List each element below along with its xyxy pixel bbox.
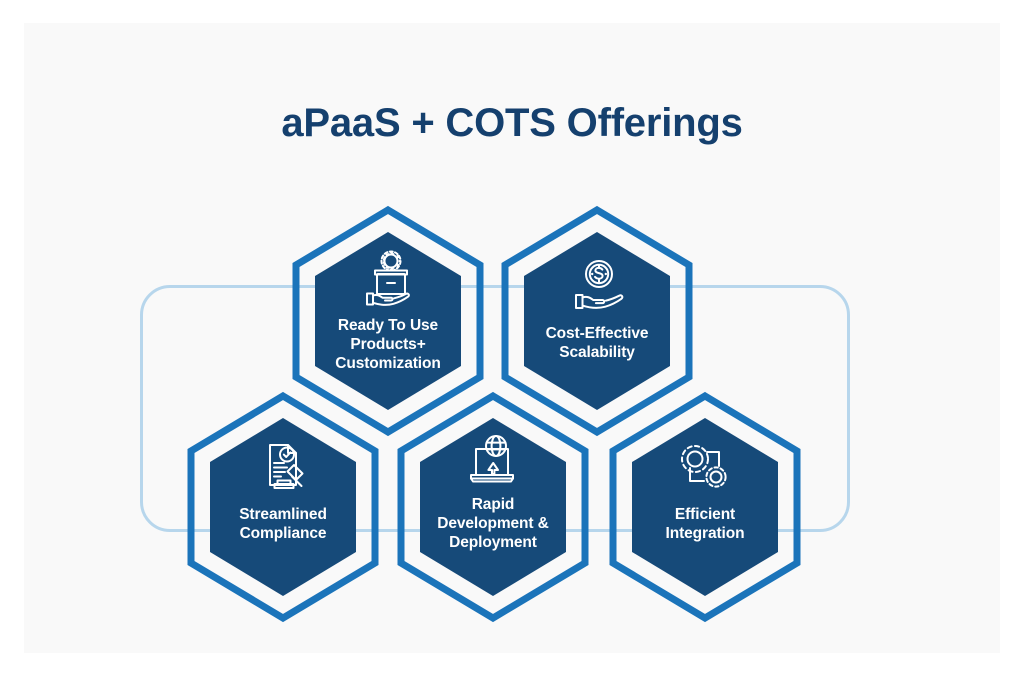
hexagon-streamlined-compliance[interactable]: Streamlined Compliance — [183, 391, 383, 623]
hexagon-inner-fill — [210, 418, 356, 596]
hexagon-rapid-development[interactable]: Rapid Development & Deployment — [393, 391, 593, 623]
hexagon-outer-ring — [397, 391, 589, 623]
hexagon-efficient-integration[interactable]: Efficient Integration — [605, 391, 805, 623]
hexagon-inner-fill — [315, 232, 461, 410]
hexagon-outer-ring — [609, 391, 801, 623]
hexagon-outer-ring — [501, 205, 693, 437]
hexagon-outer-ring — [187, 391, 379, 623]
hexagon-inner-fill — [420, 418, 566, 596]
hexagon-inner-fill — [632, 418, 778, 596]
hexagon-inner-fill — [524, 232, 670, 410]
page-title: aPaaS + COTS Offerings — [281, 101, 743, 145]
hexagon-outer-ring — [292, 205, 484, 437]
